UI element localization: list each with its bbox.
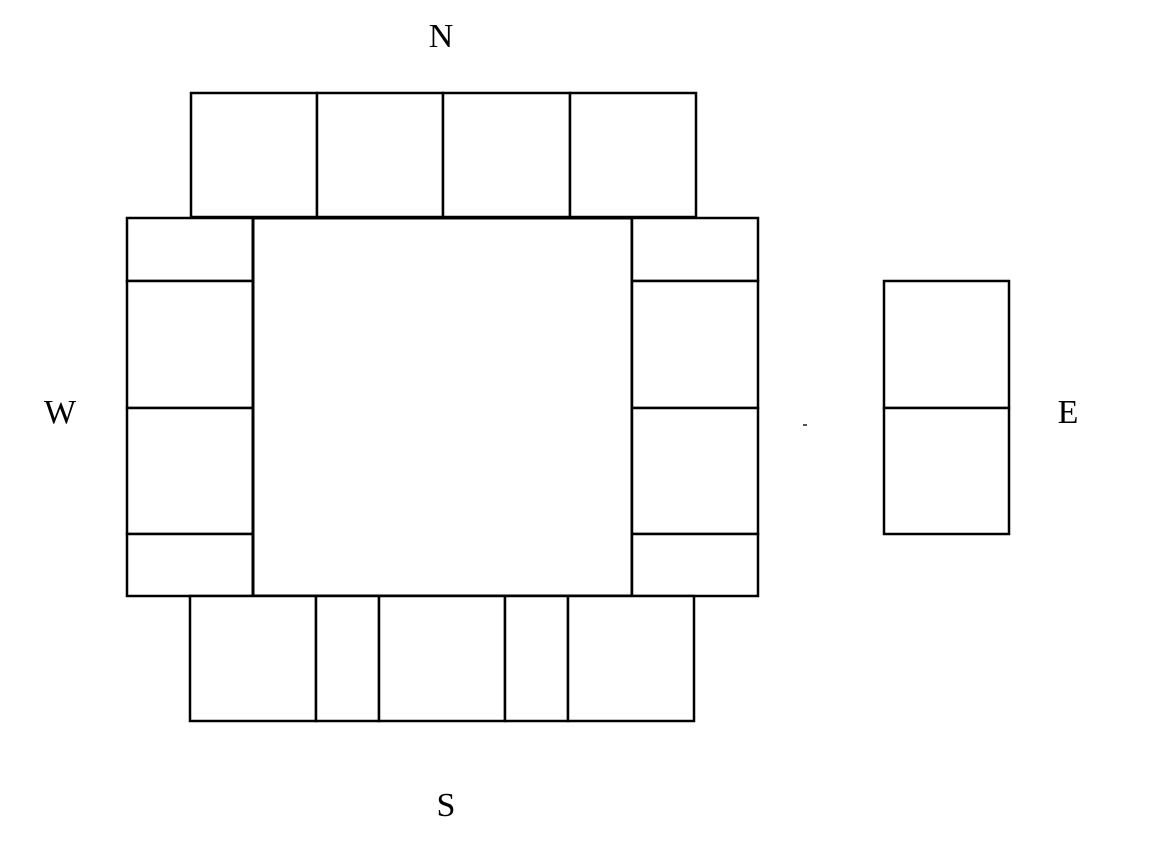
north-cell <box>315 91 445 219</box>
west-cell <box>125 216 255 283</box>
south-cell <box>188 594 318 723</box>
center-square <box>251 216 634 598</box>
east-cell <box>630 216 760 283</box>
south-cell <box>377 594 507 723</box>
north-cell <box>441 91 572 219</box>
east-column <box>630 216 760 598</box>
west-cell <box>125 532 255 598</box>
speck-mark <box>803 424 807 426</box>
south-cell <box>314 594 381 723</box>
south-label: S <box>437 787 456 824</box>
detached-cell <box>882 406 1011 536</box>
west-cell <box>125 279 255 410</box>
south-cell <box>503 594 570 723</box>
east-label: E <box>1058 394 1079 431</box>
north-cell <box>189 91 319 219</box>
north-label: N <box>429 18 454 55</box>
north-row <box>189 91 698 219</box>
detached-cell <box>882 279 1011 410</box>
east-cell <box>630 532 760 598</box>
west-cell <box>125 406 255 536</box>
west-column <box>125 216 255 598</box>
east-cell <box>630 406 760 536</box>
west-label: W <box>44 394 77 431</box>
detached-east-block <box>882 279 1011 536</box>
south-row <box>188 594 696 723</box>
north-cell <box>568 91 698 219</box>
south-cell <box>566 594 696 723</box>
east-cell <box>630 279 760 410</box>
